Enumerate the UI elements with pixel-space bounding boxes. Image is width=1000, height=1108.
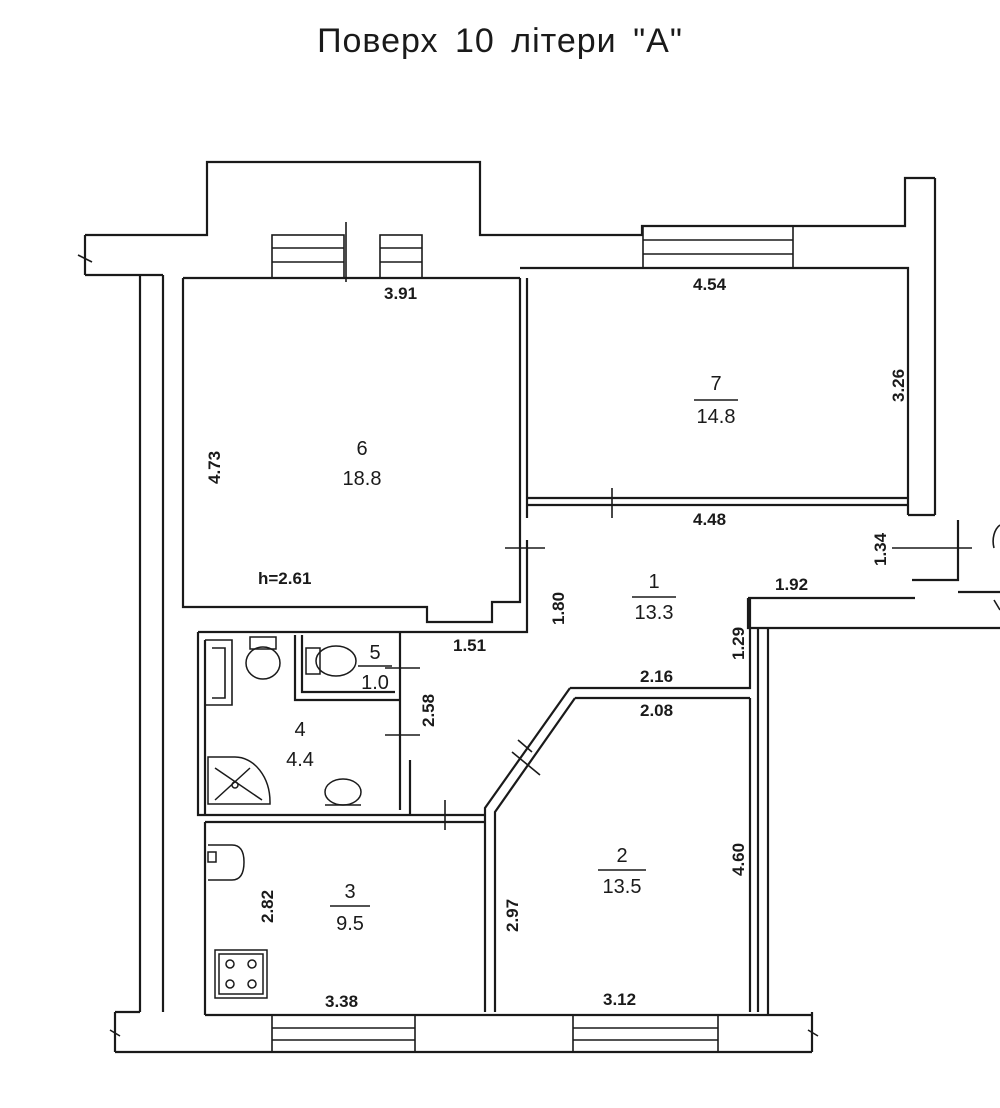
room-number: 6 <box>356 438 367 460</box>
room-number: 5 <box>369 642 380 664</box>
dimension-label: 1.34 <box>871 532 890 566</box>
dimension-label: 3.26 <box>889 369 908 402</box>
dimension-label: h=2.61 <box>258 569 311 588</box>
dimension-label: 2.97 <box>503 899 522 932</box>
room-area: 9.5 <box>336 913 364 935</box>
fixtures <box>207 636 362 999</box>
stove-icon <box>214 949 268 999</box>
room-number: 4 <box>294 719 305 741</box>
toilet-icon <box>305 645 357 677</box>
dimension-label: 2.16 <box>640 667 673 686</box>
dimension-label: 4.54 <box>693 275 727 294</box>
room-area: 13.3 <box>635 602 674 624</box>
room-number: 7 <box>710 373 721 395</box>
dimension-label: 4.73 <box>205 451 224 484</box>
room-labels: 6 18.8 7 14.8 1 13.3 5 1.0 4 4.4 2 13.5 … <box>286 373 738 935</box>
dimension-label: 3.12 <box>603 990 636 1009</box>
room-number: 3 <box>344 881 355 903</box>
dimension-label: 1.80 <box>549 592 568 625</box>
room-area: 13.5 <box>603 876 642 898</box>
dimension-label: 2.08 <box>640 701 673 720</box>
interior-walls <box>181 278 908 1015</box>
dimension-label: 4.48 <box>693 510 726 529</box>
dimension-label: 1.51 <box>453 636 486 655</box>
dimension-label: 4.60 <box>729 843 748 876</box>
room-area: 18.8 <box>343 468 382 490</box>
room-area: 4.4 <box>286 749 314 771</box>
windows <box>271 222 794 1053</box>
toilet-icon <box>245 636 281 680</box>
door-marks <box>385 488 1000 830</box>
sink-icon <box>207 844 245 881</box>
plan-title: Поверх 10 літери "А" <box>317 22 683 60</box>
dimension-label: 3.38 <box>325 992 358 1011</box>
room-number: 2 <box>616 845 627 867</box>
washbasin-icon <box>324 778 362 806</box>
room-area: 1.0 <box>361 672 389 694</box>
dimension-label: 1.29 <box>729 627 748 660</box>
room-number: 1 <box>648 571 659 593</box>
dimension-label: 3.91 <box>384 284 417 303</box>
shower-icon <box>207 756 271 805</box>
dimension-label: 1.92 <box>775 575 808 594</box>
dimension-label: 2.82 <box>258 890 277 923</box>
room-area: 14.8 <box>697 406 736 428</box>
dimension-labels: 3.91 4.54 4.73 3.26 4.48 1.34 h=2.61 1.8… <box>205 275 908 1011</box>
dimension-label: 2.58 <box>419 694 438 727</box>
